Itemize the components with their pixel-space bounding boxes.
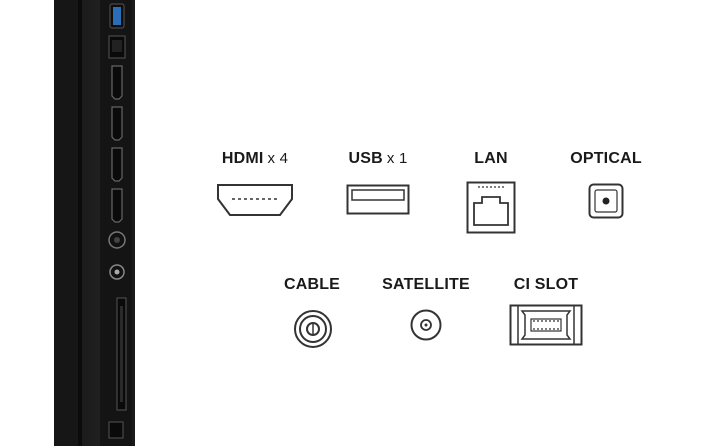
label-satellite: SATELLITE — [382, 276, 470, 294]
tv-bezel-gap — [78, 0, 82, 446]
usb-count: x 1 — [386, 150, 408, 167]
satellite-name: SATELLITE — [382, 276, 470, 293]
label-ci-slot: CI SLOT — [514, 276, 579, 294]
lan-name: LAN — [474, 150, 508, 167]
cable-name: CABLE — [283, 276, 341, 293]
tv-side-panel — [0, 0, 135, 446]
cable-coax-icon — [294, 310, 332, 348]
hdmi-name: HDMI — [221, 150, 264, 167]
ci-card-icon — [509, 304, 583, 346]
satellite-connector-icon — [410, 309, 442, 341]
usb-port-icon — [346, 184, 410, 215]
label-lan: LAN — [474, 150, 507, 168]
hdmi-port-icon — [217, 184, 293, 216]
usb-name: USB — [348, 150, 383, 167]
ci-slot-name: CI SLOT — [513, 276, 579, 293]
label-optical: OPTICAL — [570, 150, 642, 168]
hdmi-count: x 4 — [267, 150, 289, 167]
label-cable: CABLE — [284, 276, 340, 294]
optical-name: OPTICAL — [570, 150, 642, 167]
tv-bezel — [54, 0, 78, 446]
ethernet-port-icon — [466, 181, 516, 234]
optical-port-icon — [588, 183, 624, 219]
tv-side-ports-icon — [108, 3, 127, 439]
